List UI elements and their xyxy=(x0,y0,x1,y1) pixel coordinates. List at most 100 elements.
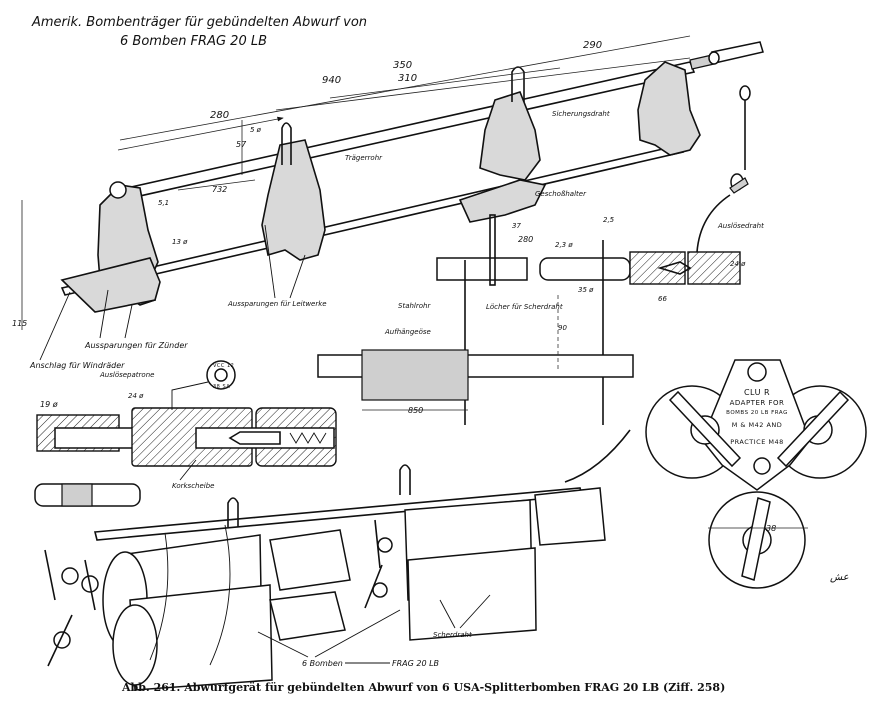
wind-stop-bracket xyxy=(60,257,161,313)
leader-scherdraht-1 xyxy=(439,599,456,629)
leader-scherdraht-2 xyxy=(459,594,491,629)
dim-line-732 xyxy=(177,179,256,191)
assembly-loop-left xyxy=(227,497,239,527)
dim-350: 350 xyxy=(393,60,412,71)
carrier-plate-rear xyxy=(637,61,701,156)
label-scherdraht: Scherdraht xyxy=(433,631,472,639)
adapter-plate-view: CLU R ADAPTER FOR BOMBS 20 LB FRAG M & M… xyxy=(645,359,867,589)
label-stahlrohr: Stahlrohr xyxy=(398,302,431,310)
figure-title-line2: 6 Bomben FRAG 20 LB xyxy=(120,34,267,49)
carrier-top-view: 350 290 940 310 280 57 5 ø 732 5,1 13 ø … xyxy=(12,35,764,370)
figure-title-line1: Amerik. Bombenträger für gebündelten Abw… xyxy=(31,15,367,30)
dim-35: 35 ø xyxy=(578,286,594,294)
vane-3 xyxy=(47,614,73,667)
striker-spring xyxy=(289,432,327,444)
striker-pin xyxy=(228,431,281,445)
dim-38: 38 xyxy=(766,524,776,533)
hex-nut xyxy=(109,181,127,199)
dim-37: 37 xyxy=(512,222,521,230)
fin-assembly-upper xyxy=(269,529,351,591)
center-bolt xyxy=(753,457,771,475)
dim-66: 66 xyxy=(658,295,667,303)
dim-line-310 xyxy=(329,67,561,99)
stencil-line-1: CLU R xyxy=(744,388,770,397)
label-sicherungsdraht: Sicherungsdraht xyxy=(552,110,610,118)
leader-zuender-1 xyxy=(99,289,109,339)
vane-1 xyxy=(44,549,56,601)
carrier-plate-middle xyxy=(261,139,326,261)
label-geschosshalter: Geschoßhalter xyxy=(535,190,587,198)
dim-280-detail: 280 xyxy=(518,235,533,244)
fin-assembly-front xyxy=(534,487,606,546)
vane-right xyxy=(776,390,850,468)
suspension-eye-disk xyxy=(489,214,496,286)
wire-spring xyxy=(729,177,749,194)
leader-windraeder xyxy=(39,291,71,361)
carrier-plate-third xyxy=(479,91,541,181)
striker-bore xyxy=(195,427,335,449)
stamp-bottom: 38 SA xyxy=(213,384,230,390)
leader-zuender-2 xyxy=(124,304,133,339)
dim-19: 19 ø xyxy=(40,400,58,409)
fuze-cap-4 xyxy=(377,537,393,553)
dim-115: 115 xyxy=(12,319,27,328)
figure-caption: Abb. 261. Abwurfgerät für gebündelten Ab… xyxy=(121,681,725,694)
dim-310: 310 xyxy=(398,73,417,84)
stencil-line-4: M & M42 AND xyxy=(732,421,783,429)
fin-assembly-lower xyxy=(269,591,346,641)
figure-title: Amerik. Bombenträger für gebündelten Abw… xyxy=(31,15,367,49)
dim-13: 13 ø xyxy=(172,238,188,246)
label-aussparungen-leitwerk: Aussparungen für Leitwerke xyxy=(227,300,327,308)
label-6-bomben: 6 Bomben xyxy=(302,659,343,668)
firing-pin xyxy=(657,261,692,275)
stencil-line-5: PRACTICE M48 xyxy=(730,438,784,446)
inner-tube xyxy=(539,257,631,281)
dim-940: 940 xyxy=(322,75,341,86)
label-aussparungen-zuender: Aussparungen für Zünder xyxy=(84,341,188,350)
fuze-cap-1 xyxy=(61,567,79,585)
bomb-holder-bracket xyxy=(458,179,547,223)
shear-wire-1 xyxy=(149,532,169,661)
vane-left xyxy=(668,390,742,468)
label-frag-20lb: FRAG 20 LB xyxy=(392,659,439,668)
label-aufhaengoese: Aufhängeöse xyxy=(384,328,431,336)
leader-leitwerk-2 xyxy=(289,254,306,299)
dim-line-280 xyxy=(117,116,284,151)
end-sleeve-bore xyxy=(708,51,720,65)
label-traegerrohr: Trägerrohr xyxy=(345,154,383,162)
dim-732: 732 xyxy=(212,185,227,194)
dim-line-940 xyxy=(275,57,691,111)
pull-ring xyxy=(739,85,751,101)
bomb-nose-lower-left xyxy=(112,604,158,686)
leader-leitwerk-1 xyxy=(264,224,276,299)
dim-5: 5 ø xyxy=(250,126,262,134)
vane-5 xyxy=(364,564,383,609)
assembly-release-wire xyxy=(564,429,631,483)
dim-5-1: 5,1 xyxy=(158,199,169,207)
vane-2 xyxy=(84,559,96,611)
leader-bomben-2 xyxy=(314,609,401,658)
label-korkscheibe: Korkscheibe xyxy=(172,482,215,490)
dim-2-3: 2,3 ø xyxy=(555,241,573,249)
label-ausloesepatrone: Auslösepatrone xyxy=(99,371,154,379)
dim-24-detail: 24 ø xyxy=(730,260,746,268)
stencil-line-2: ADAPTER FOR xyxy=(730,399,785,407)
stencil-line-3: BOMBS 20 LB FRAG xyxy=(726,410,788,416)
label-loecher-scherdraht: Löcher für Scherdraht xyxy=(486,303,563,311)
end-sleeve xyxy=(711,41,764,64)
dim-280: 280 xyxy=(210,110,229,121)
dim-90: 90 xyxy=(558,324,567,332)
suspension-loop-middle xyxy=(281,122,292,165)
dim-850: 850 xyxy=(408,406,423,415)
artist-signature: ﻋﺶ xyxy=(830,572,849,583)
fuze-cap-5 xyxy=(372,582,388,598)
release-wire xyxy=(696,194,731,253)
release-housing-right xyxy=(687,251,741,285)
leader-stamp xyxy=(171,381,209,410)
weight-block xyxy=(361,349,469,401)
dim-24-mech: 24 ø xyxy=(128,392,144,400)
leader-bomben-1 xyxy=(257,631,309,658)
bomb-cluster-assembly: Scherdraht 6 Bomben FRAG 20 LB xyxy=(44,429,631,691)
label-ausloesedraht: Auslösedraht xyxy=(717,222,764,230)
